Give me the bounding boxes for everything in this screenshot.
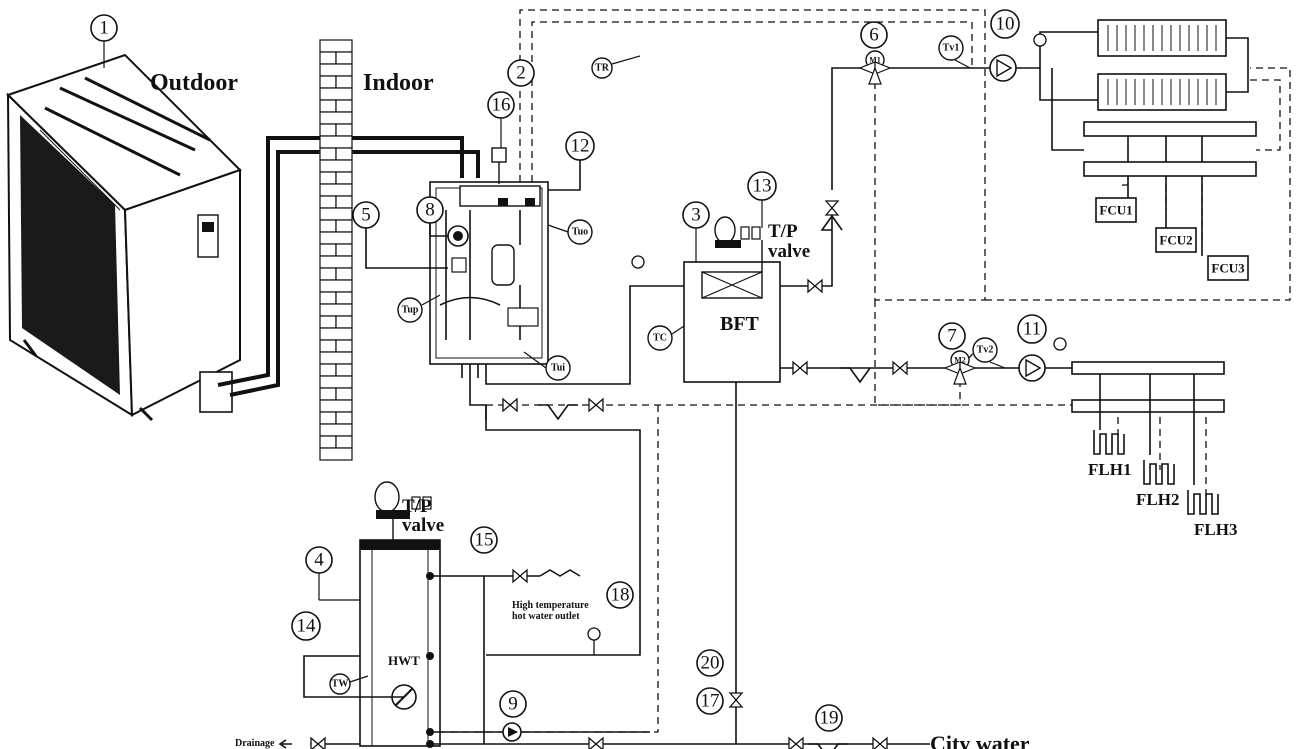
sensor-tr: TR bbox=[591, 57, 613, 79]
flh3-label: FLH3 bbox=[1194, 520, 1237, 539]
svg-text:15: 15 bbox=[475, 530, 494, 551]
svg-text:Tv1: Tv1 bbox=[943, 43, 960, 54]
floor-heating-manifold bbox=[1071, 361, 1225, 515]
strainer-icon bbox=[538, 214, 871, 749]
outdoor-unit bbox=[6, 53, 242, 422]
hot-water-tank bbox=[359, 481, 441, 748]
svg-text:13: 13 bbox=[753, 176, 772, 197]
buffer-tank bbox=[683, 216, 781, 383]
svg-text:Tui: Tui bbox=[551, 363, 565, 374]
pump-10 bbox=[989, 54, 1017, 82]
callout-13: 13 bbox=[747, 171, 777, 201]
svg-text:TC: TC bbox=[653, 333, 667, 344]
svg-text:11: 11 bbox=[1023, 319, 1041, 340]
callout-9: 9 bbox=[499, 690, 527, 718]
callout-8: 8 bbox=[416, 196, 444, 224]
sensor-tc: TC bbox=[647, 325, 673, 351]
callout-16: 16 bbox=[487, 91, 515, 119]
svg-text:17: 17 bbox=[701, 691, 720, 712]
svg-text:12: 12 bbox=[571, 136, 590, 157]
indoor-hydro-unit bbox=[429, 147, 549, 378]
tp-valve-label-bft-2: valve bbox=[768, 241, 810, 262]
svg-text:18: 18 bbox=[611, 585, 630, 606]
brick-wall bbox=[319, 39, 353, 461]
hwt-label: HWT bbox=[388, 653, 420, 668]
pump-9 bbox=[502, 722, 522, 742]
three-way-valve-m1 bbox=[858, 50, 892, 85]
svg-text:5: 5 bbox=[361, 205, 371, 226]
callout-19: 19 bbox=[815, 704, 843, 732]
sensor-tup: Tup bbox=[397, 297, 423, 323]
sensor-tw: TW bbox=[329, 673, 351, 695]
sensor-tui: Tui bbox=[545, 355, 571, 381]
svg-text:TR: TR bbox=[595, 63, 610, 74]
pressure-gauge-icon bbox=[587, 33, 1067, 655]
fcu3-label: FCU3 bbox=[1211, 261, 1245, 276]
m2-label: M2 bbox=[954, 356, 966, 365]
sensor-tuo: Tuo bbox=[567, 219, 593, 245]
tp-valve-label-hwt-2: valve bbox=[402, 515, 444, 536]
refrigerant-pipe-liquid bbox=[229, 150, 480, 397]
svg-text:3: 3 bbox=[691, 205, 701, 226]
radiators bbox=[1097, 19, 1249, 111]
svg-text:14: 14 bbox=[297, 616, 317, 637]
callout-11: 11 bbox=[1017, 314, 1047, 344]
callout-4: 4 bbox=[305, 546, 333, 574]
callout-15: 15 bbox=[470, 526, 498, 554]
indoor-label: Indoor bbox=[363, 70, 434, 96]
pump-16 bbox=[491, 147, 507, 163]
callout-12: 12 bbox=[565, 131, 595, 161]
bft-label: BFT bbox=[720, 313, 760, 335]
callout-3: 3 bbox=[682, 201, 710, 229]
svg-text:7: 7 bbox=[947, 326, 957, 347]
callout-7: 7 bbox=[938, 322, 966, 350]
svg-text:2: 2 bbox=[516, 63, 526, 84]
svg-text:8: 8 bbox=[425, 200, 435, 221]
fcu1-label: FCU1 bbox=[1099, 203, 1132, 218]
callout-5: 5 bbox=[352, 201, 380, 229]
fcu-manifold bbox=[1083, 121, 1257, 281]
callout-18: 18 bbox=[606, 581, 634, 609]
fcu2-label: FCU2 bbox=[1159, 233, 1192, 248]
tp-valve-label-hwt: T/P bbox=[402, 496, 432, 517]
hot-water-outlet-label-2: hot water outlet bbox=[512, 611, 580, 622]
hot-water-outlet-label-1: High temperature bbox=[512, 600, 589, 611]
svg-text:Tuo: Tuo bbox=[572, 227, 588, 238]
callout-20: 20 bbox=[696, 649, 724, 677]
svg-text:TW: TW bbox=[332, 679, 349, 690]
svg-text:4: 4 bbox=[314, 550, 324, 571]
callout-1: 1 bbox=[90, 14, 118, 42]
svg-text:20: 20 bbox=[701, 653, 720, 674]
pump-11 bbox=[1018, 354, 1046, 382]
callout-6: 6 bbox=[860, 21, 888, 49]
sensor-tv1: Tv1 bbox=[938, 35, 964, 61]
isolation-valves bbox=[310, 200, 908, 749]
outdoor-label: Outdoor bbox=[150, 70, 238, 96]
flh2-label: FLH2 bbox=[1136, 490, 1179, 509]
svg-text:19: 19 bbox=[820, 708, 839, 729]
svg-text:1: 1 bbox=[99, 18, 109, 39]
callout-10: 10 bbox=[990, 9, 1020, 39]
drainage-label: Drainage bbox=[235, 738, 275, 749]
flh1-label: FLH1 bbox=[1088, 460, 1131, 479]
three-way-valve-m2 bbox=[943, 350, 977, 385]
svg-text:9: 9 bbox=[508, 694, 518, 715]
svg-text:16: 16 bbox=[492, 95, 511, 116]
svg-text:Tup: Tup bbox=[402, 305, 419, 316]
callout-17: 17 bbox=[696, 687, 724, 715]
city-water-label: City water bbox=[930, 731, 1030, 749]
callout-14: 14 bbox=[291, 611, 321, 641]
svg-text:6: 6 bbox=[869, 25, 879, 46]
svg-text:Tv2: Tv2 bbox=[977, 345, 994, 356]
svg-text:10: 10 bbox=[996, 14, 1015, 35]
callout-2: 2 bbox=[507, 59, 535, 87]
m1-label: M1 bbox=[869, 56, 881, 65]
sensor-tv2: Tv2 bbox=[972, 337, 998, 363]
tp-valve-label-bft: T/P bbox=[768, 221, 798, 242]
